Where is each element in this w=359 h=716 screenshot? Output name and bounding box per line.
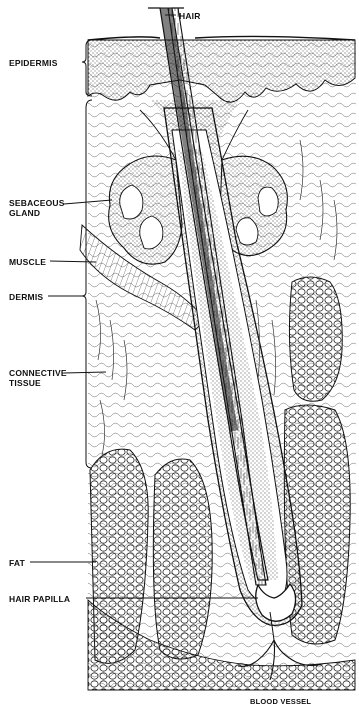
label-blood-vessel: BLOOD VESSEL [250,697,311,707]
epidermis-surface [88,36,355,40]
sebaceous-lobe-right-1 [258,187,278,216]
label-hair: HAIR [179,11,201,21]
label-connective-tissue: CONNECTIVE TISSUE [9,368,67,388]
fat-lobule-center [153,459,212,659]
fat-lobule-upper-right [289,277,342,401]
label-fat: FAT [9,558,25,568]
sebaceous-lobe-left-2 [140,216,163,249]
label-sebaceous-gland: SEBACEOUS GLAND [9,198,65,218]
label-epidermis: EPIDERMIS [9,58,58,68]
label-hair-papilla: HAIR PAPILLA [9,594,70,604]
label-dermis: DERMIS [9,292,43,302]
label-muscle: MUSCLE [9,257,46,267]
